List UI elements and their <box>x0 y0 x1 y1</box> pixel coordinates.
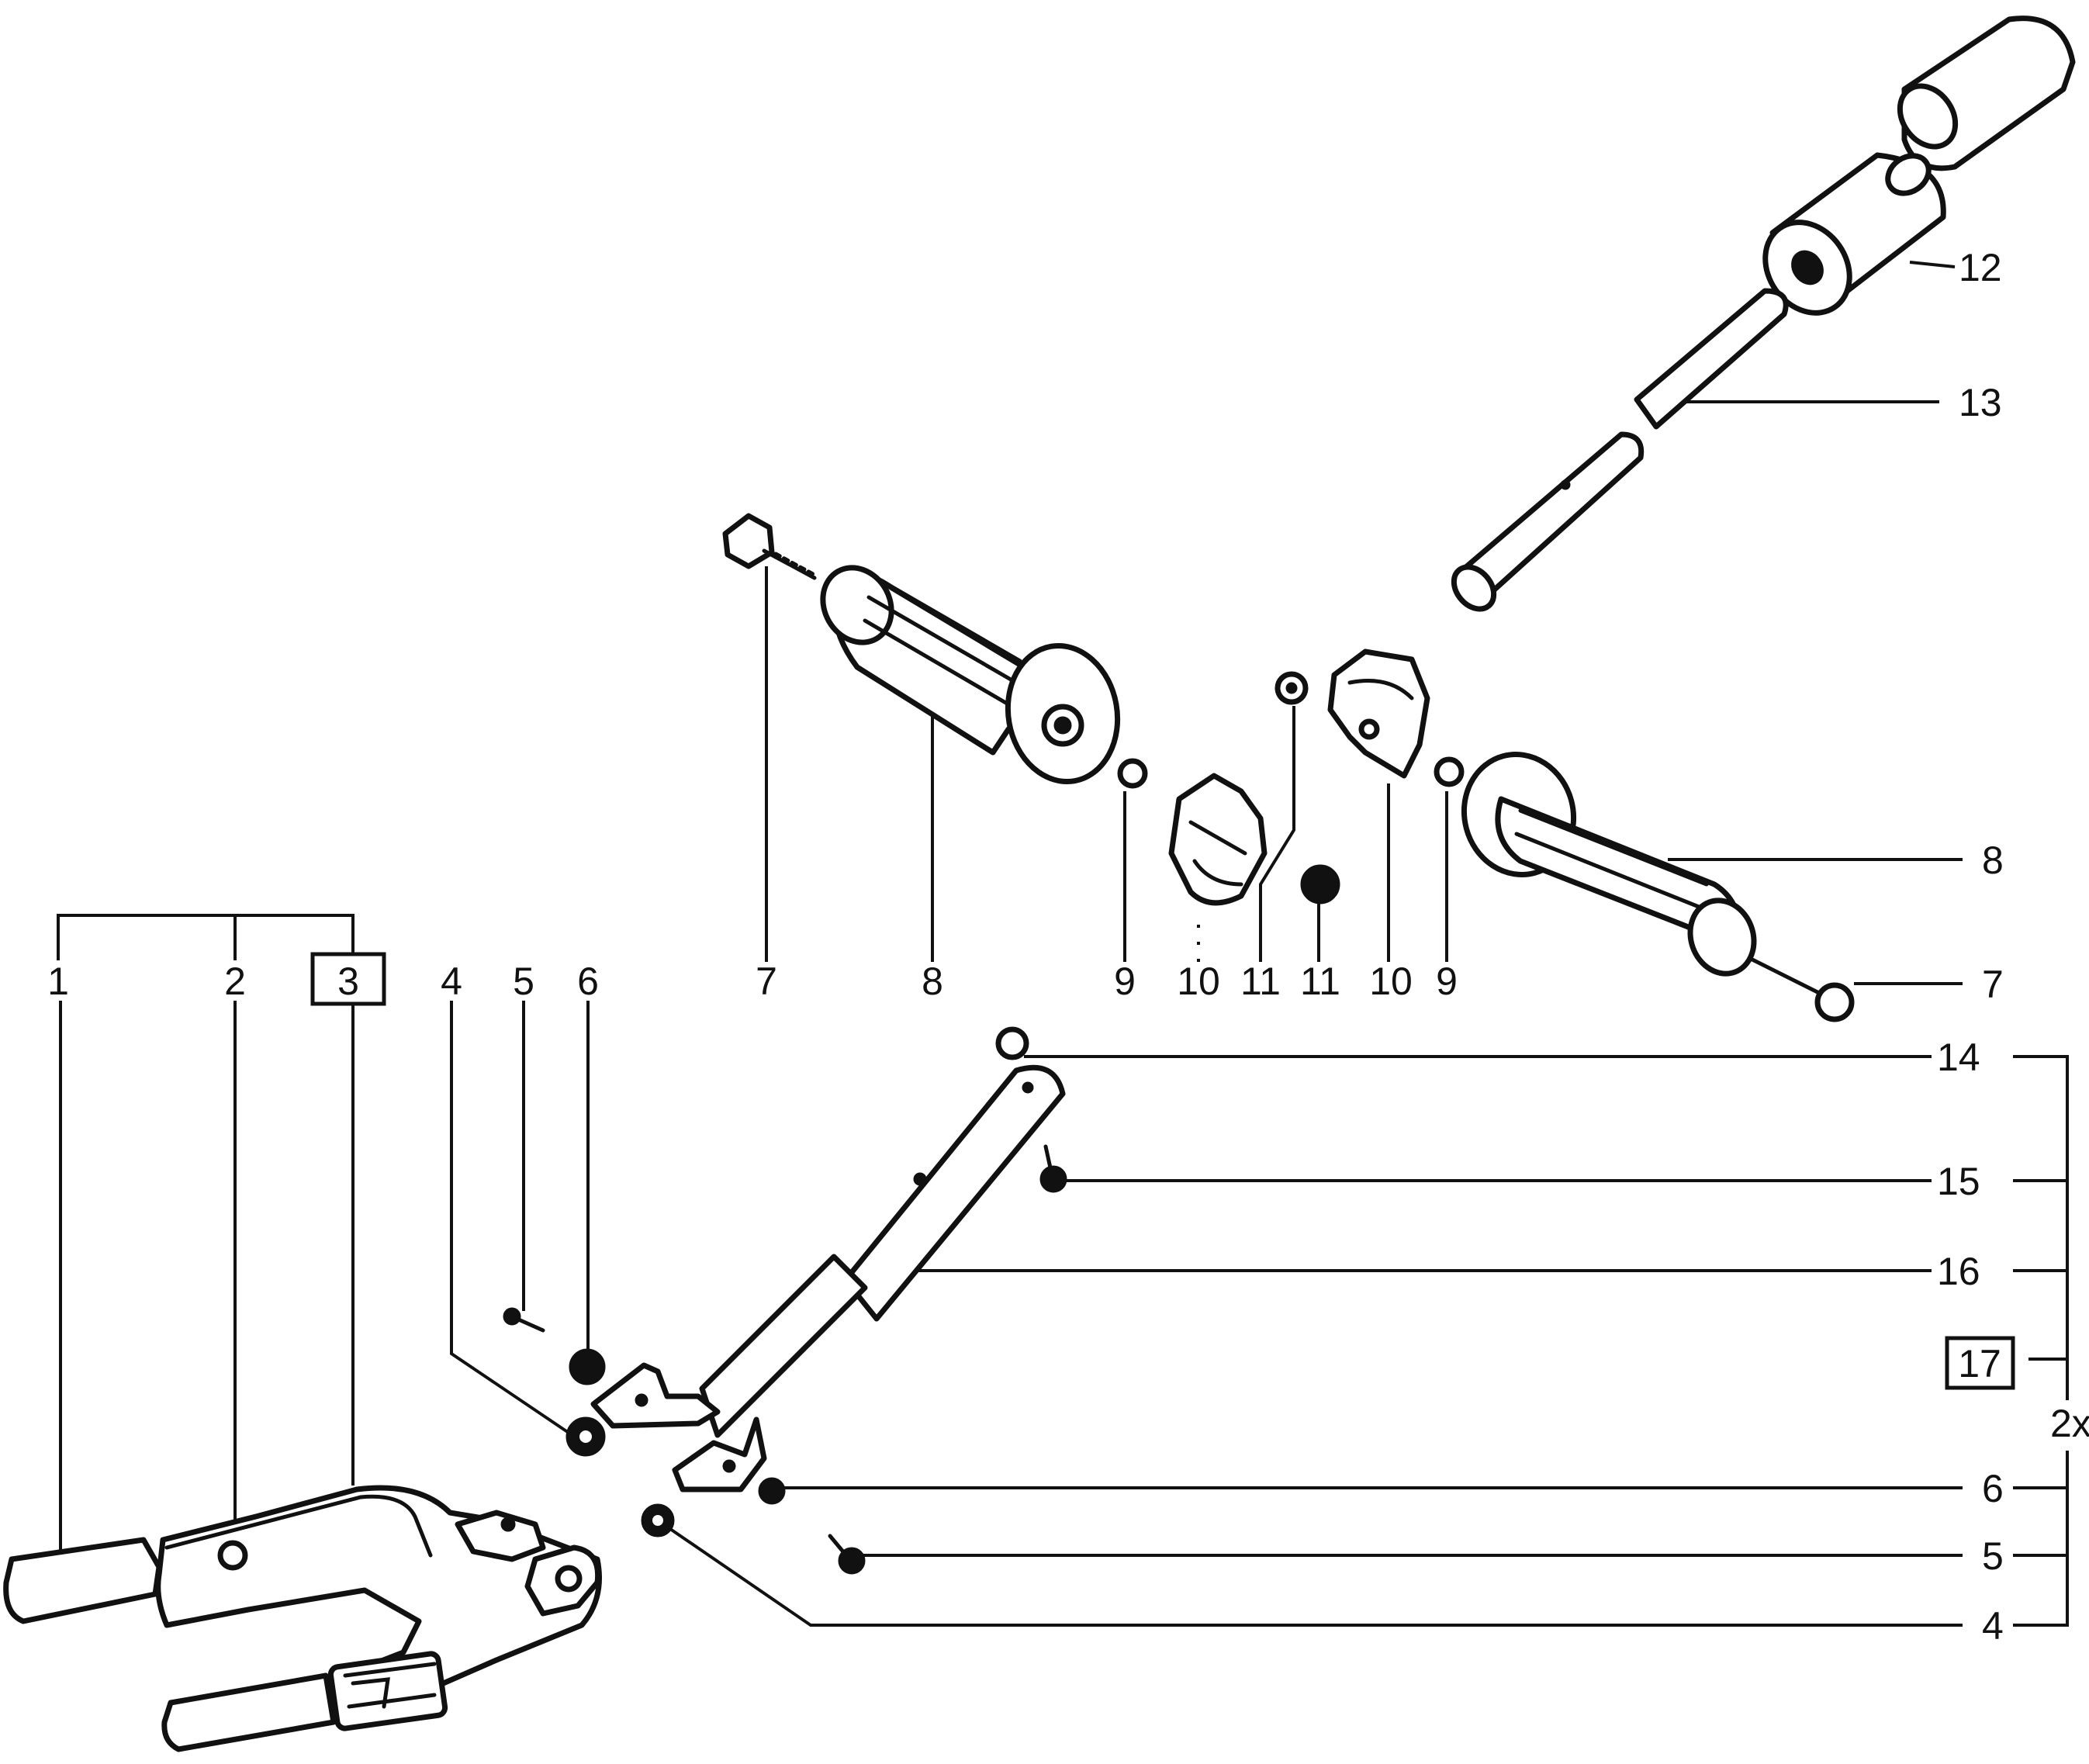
callout-13: 13 <box>1959 381 2002 424</box>
callout-5b: 5 <box>1982 1534 2004 1578</box>
right-screw-part <box>828 1534 866 1575</box>
callout-14: 14 <box>1937 1036 1980 1079</box>
callout-11b: 11 <box>1300 960 1340 1003</box>
callout-8: 8 <box>922 960 943 1003</box>
callout-5: 5 <box>513 960 534 1003</box>
fork-assembly-part <box>3 1485 602 1752</box>
callout-labels: 1 2 3 4 5 6 7 8 9 10 11 11 10 9 12 13 8 … <box>47 246 2089 1648</box>
right-washer-part <box>1434 756 1465 787</box>
left-clamp-part <box>1168 773 1268 906</box>
callout-9b: 9 <box>1436 960 1458 1003</box>
group-quantity-label: 2x <box>2050 1402 2089 1445</box>
upper-nut-part <box>1274 671 1309 705</box>
callout-17: 17 <box>1958 1342 2001 1385</box>
right-nut-part <box>758 1477 786 1505</box>
callout-9: 9 <box>1114 960 1136 1003</box>
right-bolt-part <box>1747 956 1855 1022</box>
callout-1: 1 <box>47 960 69 1003</box>
callout-2: 2 <box>224 960 246 1003</box>
leader-lines <box>57 261 2069 1627</box>
crossbar-nut-part <box>995 1026 1029 1060</box>
right-clamp-part <box>1327 649 1430 779</box>
callout-4: 4 <box>441 960 462 1003</box>
right-grip-part <box>1461 752 1757 977</box>
callout-12: 12 <box>1959 246 2002 289</box>
crossbar-screw-part <box>1039 1144 1067 1193</box>
callout-6: 6 <box>577 960 599 1003</box>
callout-17-box <box>1945 1336 2015 1390</box>
right-bushing-part <box>641 1503 675 1537</box>
callout-3-box <box>310 952 386 1006</box>
crossbar-tube-part <box>590 1064 1066 1492</box>
callout-16: 16 <box>1937 1250 1980 1293</box>
callout-7: 7 <box>756 960 777 1003</box>
inner-tube-part <box>1451 288 1789 612</box>
left-grip-part <box>820 565 1121 785</box>
callout-10: 10 <box>1177 960 1220 1003</box>
callout-11: 11 <box>1240 960 1281 1003</box>
callout-7b: 7 <box>1982 963 2004 1006</box>
callout-6b: 6 <box>1982 1467 2004 1510</box>
left-nut-part <box>569 1348 606 1385</box>
left-bolt-part <box>722 513 817 580</box>
callout-4b: 4 <box>1982 1604 2004 1648</box>
callout-10b: 10 <box>1369 960 1413 1003</box>
callout-15: 15 <box>1937 1160 1980 1203</box>
callout-8b: 8 <box>1982 839 2004 882</box>
sleeve-tube-part <box>1762 16 2076 316</box>
callout-3: 3 <box>337 960 359 1003</box>
lower-nut-part <box>1300 864 1340 904</box>
left-screw-part <box>503 1307 545 1333</box>
left-bushing-part <box>565 1416 606 1457</box>
left-washer-part <box>1117 758 1148 789</box>
